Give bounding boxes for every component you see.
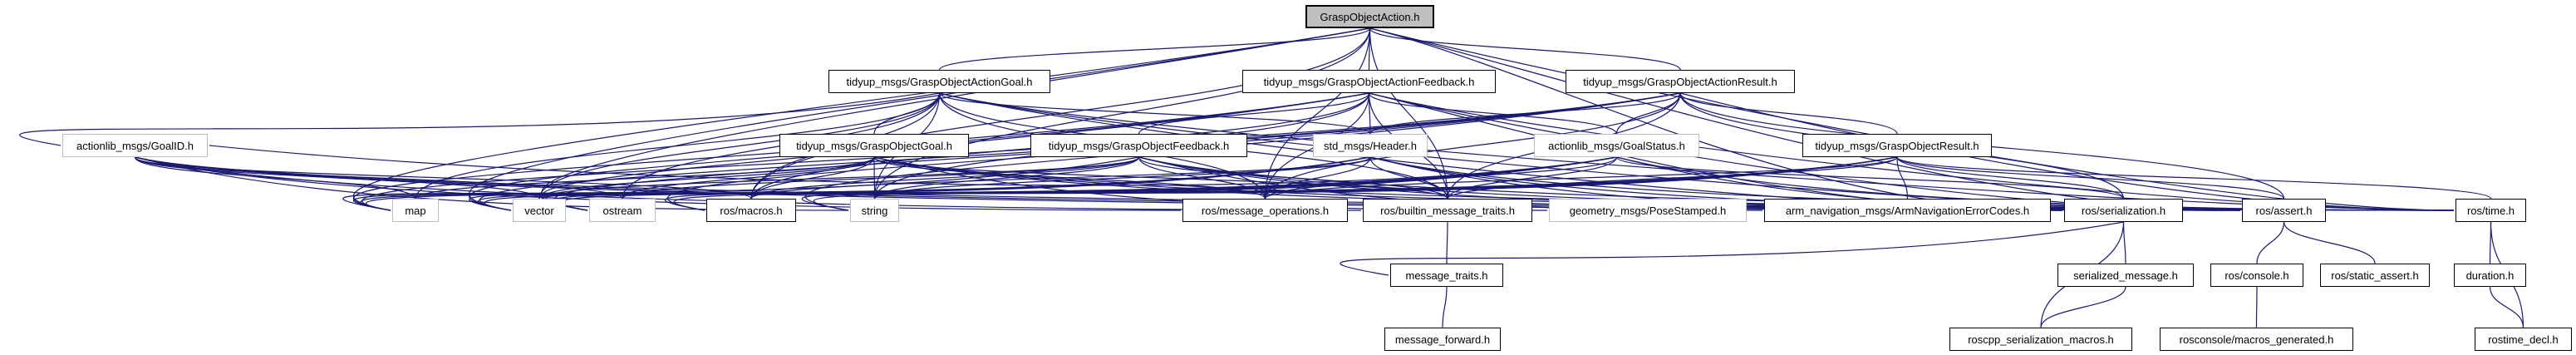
edge-act-to-map xyxy=(352,27,1370,211)
graph-node-map: map xyxy=(392,199,439,222)
edge-serial-to-mtraits xyxy=(1340,221,2124,276)
graph-node-smsg[interactable]: serialized_message.h xyxy=(2057,264,2194,287)
edge-header-to-msgops xyxy=(1264,156,1371,200)
graph-node-mfwd[interactable]: message_forward.h xyxy=(1384,328,1501,351)
edge-serial-to-smsg xyxy=(2122,221,2126,264)
graph-node-pose: geometry_msgs/PoseStamped.h xyxy=(1549,199,1747,222)
graph-node-ostream: ostream xyxy=(589,199,656,222)
edge-ares-to-time xyxy=(1679,92,2455,211)
graph-node-ares[interactable]: tidyup_msgs/GraspObjectActionResult.h xyxy=(1566,70,1795,93)
graph-node-rmg[interactable]: rosconsole/macros_generated.h xyxy=(2160,328,2353,351)
edge-status-to-goalid xyxy=(209,145,1617,186)
graph-node-time[interactable]: ros/time.h xyxy=(2456,199,2526,222)
graph-node-goal[interactable]: tidyup_msgs/GraspObjectGoal.h xyxy=(779,134,969,157)
edge-header-to-macros xyxy=(750,156,1371,200)
graph-node-afb[interactable]: tidyup_msgs/GraspObjectActionFeedback.h xyxy=(1242,70,1496,93)
edge-act-to-builtin xyxy=(1369,27,1448,200)
edge-act-to-assert xyxy=(1369,27,2241,211)
edge-act-to-msgops xyxy=(1264,27,1371,200)
graph-node-sassert[interactable]: ros/static_assert.h xyxy=(2320,264,2430,287)
edge-smsg-to-rsm xyxy=(2040,286,2126,328)
edge-res-to-macros xyxy=(673,156,1898,211)
edge-res-to-time xyxy=(1896,156,2492,200)
graph-node-string: string xyxy=(850,199,899,222)
edge-act-to-ostream xyxy=(541,27,1370,211)
edge-act-to-agoal xyxy=(938,27,1371,71)
edge-goal-to-builtin xyxy=(873,156,1448,200)
edge-mtraits-to-mfwd xyxy=(1442,286,1448,328)
edge-goal-to-map xyxy=(415,156,875,200)
graph-node-fb[interactable]: tidyup_msgs/GraspObjectFeedback.h xyxy=(1030,134,1247,157)
edge-header-to-string xyxy=(873,156,1371,200)
graph-node-agoal[interactable]: tidyup_msgs/GraspObjectActionGoal.h xyxy=(828,70,1050,93)
edge-goalid-to-ostream xyxy=(134,156,623,200)
graph-node-act: GraspObjectAction.h xyxy=(1305,5,1434,28)
graph-node-rdecl[interactable]: rostime_decl.h xyxy=(2475,328,2572,351)
graph-node-status: actionlib_msgs/GoalStatus.h xyxy=(1534,134,1699,157)
graph-node-rsm[interactable]: roscpp_serialization_macros.h xyxy=(1949,328,2132,351)
graph-node-macros[interactable]: ros/macros.h xyxy=(706,199,796,222)
edge-agoal-to-header xyxy=(938,92,1371,135)
edge-duration-to-rdecl xyxy=(2489,286,2524,328)
edge-act-to-ares xyxy=(1369,27,1681,71)
graph-node-res[interactable]: tidyup_msgs/GraspObjectResult.h xyxy=(1802,134,1992,157)
graph-node-armnav[interactable]: arm_navigation_msgs/ArmNavigationErrorCo… xyxy=(1764,199,2051,222)
graph-node-assert[interactable]: ros/assert.h xyxy=(2242,199,2326,222)
graph-node-msgops[interactable]: ros/message_operations.h xyxy=(1182,199,1348,222)
edge-res-to-assert xyxy=(1896,156,2285,200)
edge-res-to-armnav xyxy=(1896,156,1909,200)
edge-status-to-string xyxy=(801,156,1617,211)
edge-fb-to-vector xyxy=(538,156,1140,200)
graph-node-goalid: actionlib_msgs/GoalID.h xyxy=(62,134,208,157)
edge-res-to-msgops xyxy=(1264,156,1898,200)
edge-goalid-to-msgops xyxy=(135,156,1182,211)
graph-node-serial[interactable]: ros/serialization.h xyxy=(2064,199,2183,222)
edge-agoal-to-vector xyxy=(538,92,941,200)
edge-afb-to-map xyxy=(352,92,1369,211)
edge-builtin-to-mtraits xyxy=(1446,221,1448,264)
edge-res-to-serial xyxy=(1896,156,2125,200)
graph-node-duration[interactable]: duration.h xyxy=(2454,264,2526,287)
graph-node-mtraits[interactable]: message_traits.h xyxy=(1390,264,1503,287)
graph-node-vector: vector xyxy=(513,199,566,222)
edge-status-to-msgops xyxy=(1264,156,1618,200)
edge-res-to-builtin xyxy=(1447,156,1898,200)
edge-status-to-builtin xyxy=(1447,156,1618,200)
edge-afb-to-fb xyxy=(1138,92,1370,135)
graph-node-header: std_msgs/Header.h xyxy=(1313,134,1428,157)
edge-goal-to-ostream xyxy=(622,156,875,200)
graph-node-builtin[interactable]: ros/builtin_message_traits.h xyxy=(1363,199,1532,222)
edge-assert-to-console xyxy=(2256,221,2285,264)
edge-ares-to-res xyxy=(1679,92,1898,135)
edge-console-to-rmg xyxy=(2255,286,2258,328)
edge-status-to-serial xyxy=(1615,156,2125,200)
edge-assert-to-sassert xyxy=(2283,221,2376,264)
edge-agoal-to-goalid xyxy=(19,92,940,146)
graph-node-console[interactable]: ros/console.h xyxy=(2210,264,2303,287)
